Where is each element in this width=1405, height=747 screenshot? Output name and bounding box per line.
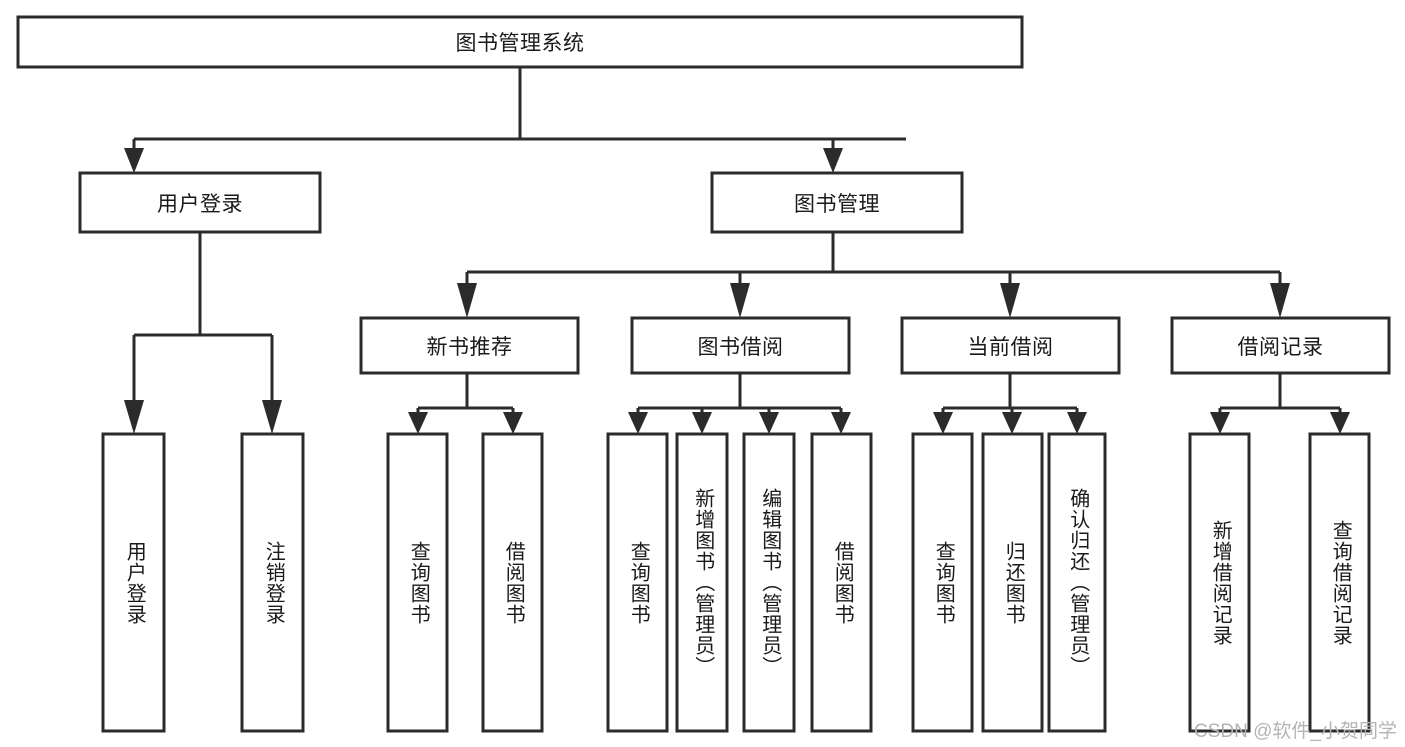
arrow-head-icon: [1210, 412, 1230, 434]
node-box-leaf-logout[interactable]: [240, 432, 305, 733]
arrow-head-icon: [124, 400, 144, 434]
node-box-leaf-confirm-return-admin[interactable]: [1047, 432, 1107, 733]
arrow-head-icon: [692, 412, 712, 434]
node-box-leaf-borrow-books-rec[interactable]: [481, 432, 544, 733]
node-box-leaf-edit-book-admin[interactable]: [742, 432, 796, 733]
node-box-leaf-return-books[interactable]: [981, 432, 1044, 733]
edge-group-root: [124, 67, 906, 173]
arrow-head-icon: [1067, 412, 1087, 434]
arrow-head-icon: [730, 283, 750, 318]
edge-group-current: [933, 373, 1087, 434]
node-box-leaf-query-borrow-record[interactable]: [1308, 432, 1371, 733]
arrow-head-icon: [124, 148, 144, 173]
node-box-leaf-user-login[interactable]: [101, 432, 166, 733]
arrow-head-icon: [1270, 283, 1290, 318]
arrow-head-icon: [831, 412, 851, 434]
node-box-leaf-query-books-borrow[interactable]: [606, 432, 669, 733]
node-box-book-management[interactable]: [710, 171, 964, 234]
arrow-head-icon: [823, 148, 843, 173]
arrow-head-icon: [457, 283, 477, 318]
node-box-leaf-add-book-admin[interactable]: [675, 432, 729, 733]
node-box-borrow-records[interactable]: [1170, 316, 1391, 375]
arrow-head-icon: [1330, 412, 1350, 434]
node-box-new-book-recommend[interactable]: [359, 316, 580, 375]
node-box-current-borrow[interactable]: [900, 316, 1121, 375]
node-box-leaf-query-books-current[interactable]: [911, 432, 974, 733]
node-box-leaf-query-books-rec[interactable]: [386, 432, 449, 733]
node-box-leaf-add-borrow-record[interactable]: [1188, 432, 1251, 733]
arrow-head-icon: [503, 412, 523, 434]
edge-group-userlogin: [124, 232, 282, 434]
arrow-head-icon: [933, 412, 953, 434]
arrow-head-icon: [759, 412, 779, 434]
edge-group-bookmgmt: [457, 232, 1290, 318]
edge-group-records: [1210, 373, 1350, 434]
node-box-leaf-borrow-books[interactable]: [810, 432, 873, 733]
arrow-head-icon: [1000, 283, 1020, 318]
edge-group-borrow: [628, 373, 851, 434]
node-box-book-borrow[interactable]: [630, 316, 851, 375]
node-box-root[interactable]: [16, 15, 1024, 69]
node-box-user-login[interactable]: [78, 171, 322, 234]
edge-group-newbook: [408, 373, 523, 434]
arrow-head-icon: [1002, 412, 1022, 434]
arrow-head-icon: [262, 400, 282, 434]
arrow-head-icon: [628, 412, 648, 434]
arrow-head-icon: [408, 412, 428, 434]
